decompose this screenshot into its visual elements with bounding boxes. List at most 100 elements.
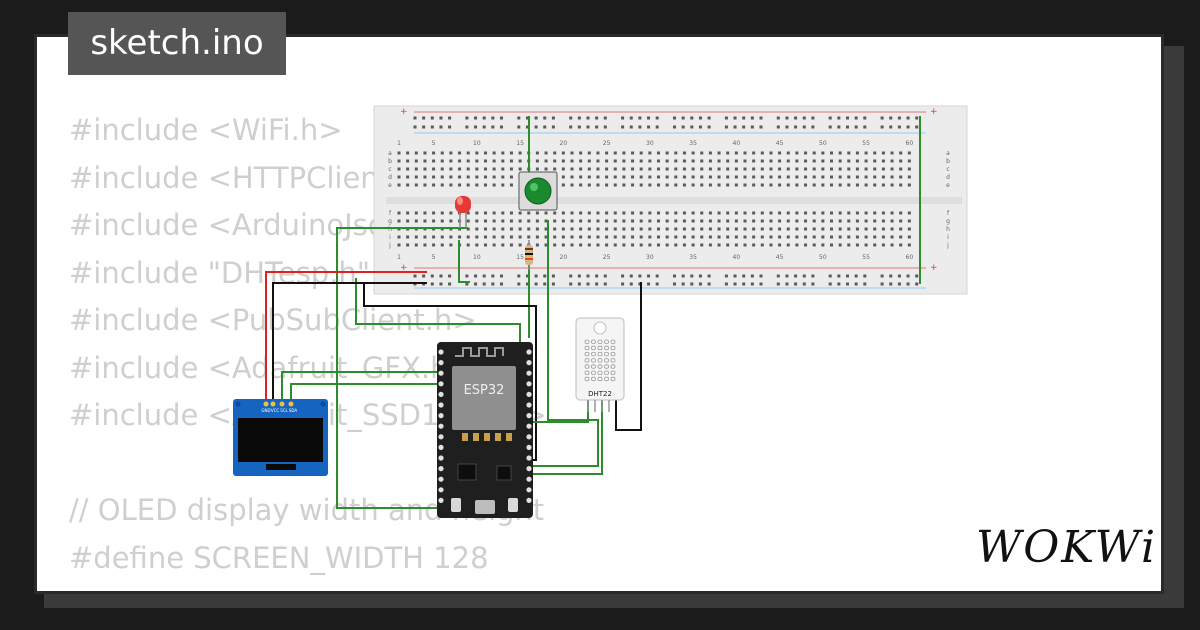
breadboard-hole (821, 227, 825, 231)
breadboard-column-number: 20 (560, 140, 568, 147)
breadboard-hole (570, 175, 574, 179)
breadboard-hole (778, 211, 782, 215)
breadboard-rail-hole (621, 125, 625, 129)
wokwi-logo[interactable]: WOKWi (976, 522, 1158, 573)
breadboard-hole (700, 159, 704, 163)
breadboard-hole (743, 167, 747, 171)
breadboard-hole (821, 183, 825, 187)
breadboard-rail-hole (802, 116, 806, 120)
breadboard-hole (449, 159, 453, 163)
esp32-board[interactable]: ESP32 (437, 342, 533, 518)
breadboard-hole (570, 167, 574, 171)
breadboard-hole (726, 211, 730, 215)
breadboard-hole (449, 151, 453, 155)
breadboard-hole (432, 151, 436, 155)
breadboard-rail-hole (595, 125, 599, 129)
push-button[interactable] (518, 171, 558, 211)
breadboard-rail-hole (577, 274, 581, 278)
breadboard-hole (847, 159, 851, 163)
breadboard-rail-hole (534, 116, 538, 120)
dht22-sensor[interactable]: DHT22 (575, 317, 625, 412)
breadboard-hole (812, 235, 816, 239)
breadboard-rail-hole (724, 116, 728, 120)
breadboard-hole (535, 235, 539, 239)
breadboard-hole (682, 167, 686, 171)
breadboard-hole (769, 219, 773, 223)
breadboard-hole (579, 243, 583, 247)
breadboard-rail-hole (750, 116, 754, 120)
breadboard-hole (544, 159, 548, 163)
breadboard-rail-hole (811, 274, 815, 278)
red-led[interactable] (455, 196, 471, 228)
breadboard-hole (682, 151, 686, 155)
breadboard-rail-hole (837, 125, 841, 129)
dht22-vent-grid (584, 339, 616, 382)
breadboard-hole (821, 219, 825, 223)
esp32-pin (438, 455, 444, 461)
breadboard-hole (778, 151, 782, 155)
breadboard-rail-hole (629, 274, 633, 278)
breadboard-hole (527, 227, 531, 231)
breadboard-hole (812, 219, 816, 223)
breadboard-rail-hole (681, 116, 685, 120)
breadboard-hole (579, 219, 583, 223)
breadboard-hole (907, 167, 911, 171)
breadboard-hole (509, 175, 513, 179)
breadboard-hole (890, 235, 894, 239)
breadboard-rail-hole (906, 125, 910, 129)
breadboard-column-number: 1 (397, 140, 401, 147)
breadboard-rail-hole (906, 274, 910, 278)
esp32-module-shield (452, 366, 516, 430)
breadboard-hole (700, 211, 704, 215)
breadboard-hole (873, 183, 877, 187)
breadboard-hole (561, 227, 565, 231)
breadboard-hole (544, 243, 548, 247)
breadboard-hole (466, 219, 470, 223)
breadboard-rail-hole (776, 274, 780, 278)
file-title-tab[interactable]: sketch.ino (68, 12, 286, 75)
breadboard-hole (605, 175, 609, 179)
breadboard-rail-hole (543, 274, 547, 278)
breadboard-rail-hole (439, 282, 443, 286)
breadboard-hole (587, 227, 591, 231)
breadboard-rail-hole (569, 125, 573, 129)
breadboard-hole (830, 227, 833, 231)
dht22-vent-slot (591, 345, 596, 351)
breadboard-hole (682, 219, 686, 223)
breadboard-hole (734, 219, 738, 223)
breadboard-hole (570, 235, 574, 239)
breadboard-hole (484, 219, 487, 223)
breadboard-hole (648, 167, 652, 171)
breadboard-hole (864, 235, 868, 239)
breadboard-hole (700, 151, 704, 155)
breadboard-hole (492, 235, 496, 239)
esp32-pins-left (438, 349, 444, 503)
oled-display[interactable]: GND VCC SCL SDA (233, 399, 328, 476)
breadboard-hole (855, 227, 859, 231)
breadboard-hole (492, 167, 496, 171)
breadboard-hole (596, 243, 600, 247)
dht22-vent-slot (584, 364, 590, 369)
breadboard-hole (812, 243, 816, 247)
breadboard-rail-hole (854, 274, 858, 278)
breadboard-hole (708, 167, 712, 171)
breadboard-hole (423, 211, 427, 215)
breadboard-hole (440, 243, 444, 247)
breadboard-rail-hole (802, 274, 806, 278)
breadboard-hole (708, 219, 712, 223)
breadboard-column-number: 60 (906, 254, 914, 261)
breadboard-hole (717, 159, 721, 163)
breadboard-hole (553, 243, 557, 247)
breadboard-rail-hole (837, 282, 841, 286)
breadboard-hole (605, 227, 609, 231)
esp32-pin (438, 381, 444, 387)
breadboard-rail-hole (655, 282, 659, 286)
oled-pin-label: VCC (271, 408, 280, 413)
dht22-vent-slot (604, 370, 609, 375)
breadboard-hole (855, 211, 859, 215)
breadboard-hole (691, 167, 695, 171)
breadboard-hole (440, 219, 444, 223)
breadboard-hole (769, 151, 773, 155)
breadboard-hole (760, 183, 764, 187)
